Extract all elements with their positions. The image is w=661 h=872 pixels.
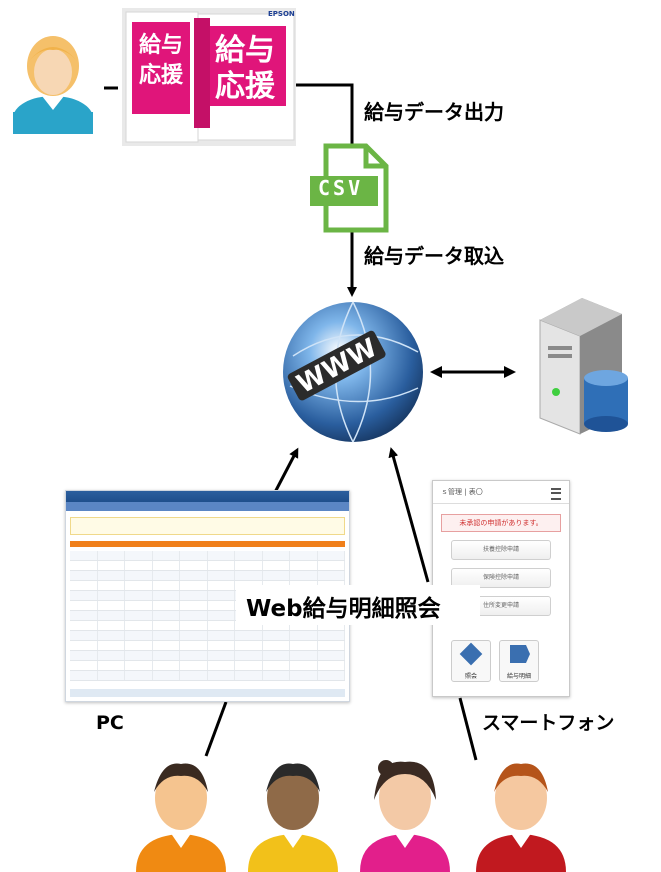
globe-www-icon: WWW: [283, 301, 423, 443]
web-payslip-label: Web給与明細照会: [246, 596, 441, 622]
phone-tile-payslip: 給与明細: [499, 640, 539, 682]
tile-label: 照会: [464, 673, 477, 680]
svg-text:給与: 給与: [139, 32, 183, 58]
employee-icon: [136, 763, 226, 872]
employee-icon: [360, 760, 450, 872]
pc-screen-footer: [70, 689, 345, 697]
svg-text:応援: 応援: [139, 62, 184, 88]
payslip-icon: [510, 645, 530, 663]
import-label: 給与データ取込: [364, 244, 504, 268]
phone-button-2: 保険控除申請: [451, 568, 551, 588]
export-label: 給与データ出力: [364, 100, 504, 124]
phone-button-label: 保険控除申請: [482, 574, 519, 581]
menu-icon: [551, 488, 561, 500]
csv-file-icon: [310, 143, 389, 233]
pc-screen-image: [65, 490, 350, 702]
smartphone-label: スマートフォン: [482, 712, 615, 734]
csv-label: CSV: [318, 176, 364, 200]
phone-button-label: 扶養控除申請: [482, 546, 519, 553]
woman-user-icon: [13, 36, 93, 134]
product-package-image: 給与 応援 給与 応援 EPSON: [122, 8, 296, 146]
inquiry-icon: [459, 642, 483, 666]
svg-text:応援: 応援: [215, 69, 276, 104]
tile-label: 給与明細: [506, 673, 531, 680]
employee-icon: [476, 763, 566, 872]
phone-tile-inquiry: 照会: [451, 640, 491, 682]
arrow-phone-to-globe: [388, 447, 430, 583]
phone-alert: 未承認の申請があります。: [441, 514, 561, 532]
phone-button-label: 住所変更申請: [482, 602, 519, 609]
svg-text:給与: 給与: [215, 33, 275, 68]
pc-screen-subbar: [66, 502, 349, 511]
phone-button-1: 扶養控除申請: [451, 540, 551, 560]
phone-header-text: ｓ管理 | 表〇: [441, 488, 483, 496]
pc-screen-table: [70, 551, 345, 681]
pc-screen-message: [70, 517, 345, 535]
employee-icon: [248, 763, 338, 872]
web-label-background: [236, 585, 480, 625]
pc-screen-titlebar: [66, 491, 349, 502]
server-database-icon: [539, 298, 628, 435]
brand-label: EPSON: [268, 10, 295, 18]
smartphone-screen-image: ｓ管理 | 表〇 未承認の申請があります。 扶養控除申請 保険控除申請 住所変更…: [432, 480, 570, 697]
pc-label: PC: [96, 712, 124, 734]
phone-header: ｓ管理 | 表〇: [433, 481, 569, 504]
pc-screen-section-bar: [70, 541, 345, 547]
